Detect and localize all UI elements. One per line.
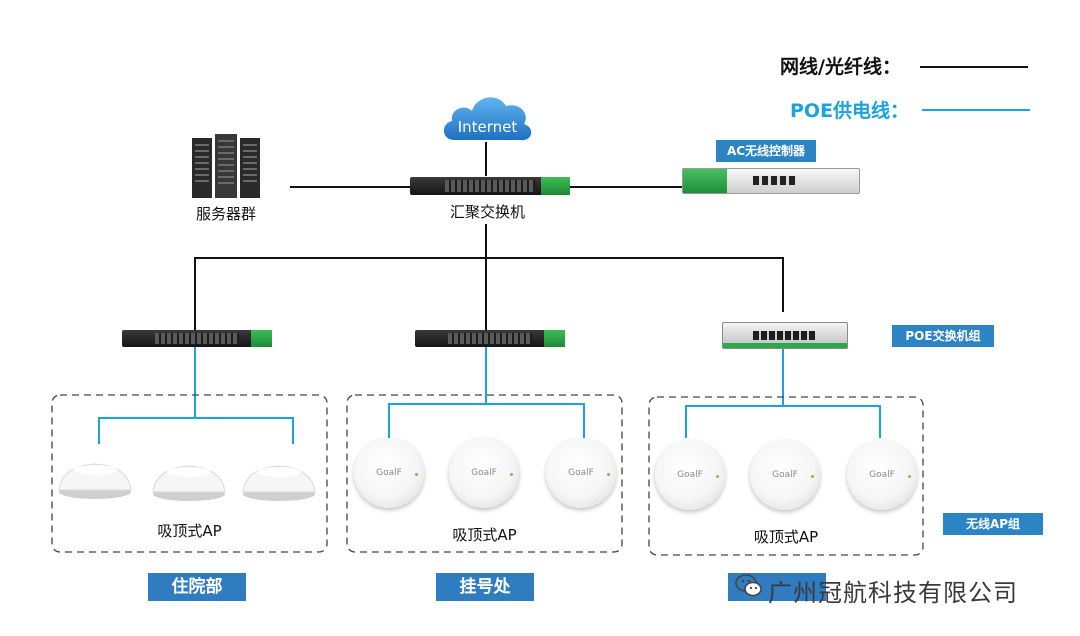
internet-cloud-icon: Internet [440,88,535,144]
internet-label: Internet [457,118,518,136]
dept-badge-third [728,573,826,601]
legend-poe-line-label: POE供电线： [790,100,910,122]
ceiling-ap-icon [152,465,226,501]
zone-1-ap-label: 吸顶式AP [157,522,222,540]
ac-controller-icon [682,168,860,194]
server-rack-icon [190,134,262,200]
ceiling-ap-icon: GoalF [655,440,725,510]
poe-group-tag: POE交换机组 [892,325,994,347]
ac-controller-tag: AC无线控制器 [716,140,816,162]
legend-network-line-label: 网线/光纤线： [780,56,901,78]
poe-switch-2-icon [415,330,565,347]
ceiling-ap-icon: GoalF [449,438,519,508]
ap-group-tag: 无线AP组 [943,513,1043,535]
poe-switch-3-icon [722,322,848,349]
ceiling-ap-icon: GoalF [354,438,424,508]
wechat-logo-icon [735,572,763,600]
dept-badge-inpatient: 住院部 [148,573,246,601]
ceiling-ap-icon: GoalF [546,438,616,508]
ceiling-ap-icon [58,463,132,499]
ceiling-ap-icon: GoalF [847,440,917,510]
core-switch-label: 汇聚交换机 [449,203,525,221]
dept-badge-registration: 挂号处 [436,573,534,601]
zone-3-ap-label: 吸顶式AP [753,528,819,546]
ceiling-ap-icon: GoalF [750,440,820,510]
servers-label: 服务器群 [195,205,256,223]
core-switch-icon [410,177,570,195]
company-watermark: 广州冠航科技有限公司 [768,579,1018,607]
poe-switch-1-icon [122,330,272,347]
zone-2-ap-label: 吸顶式AP [452,526,517,544]
ceiling-ap-icon [242,465,316,501]
